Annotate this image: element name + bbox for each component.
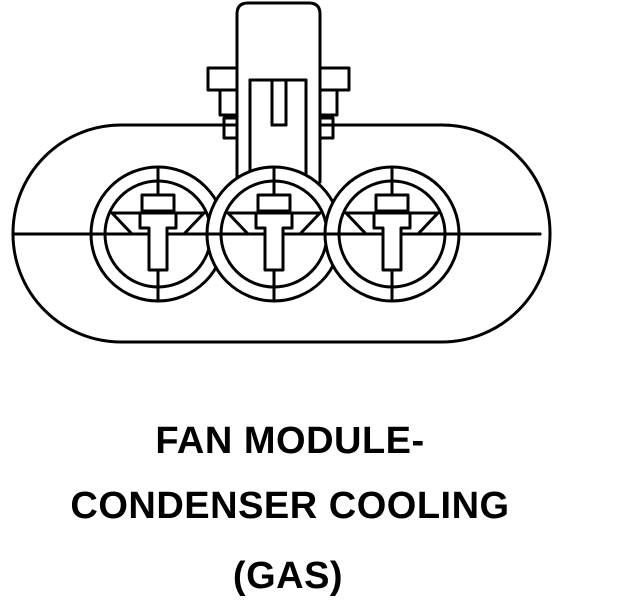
- caption-line-1: FAN MODULE-: [155, 420, 425, 462]
- cavity-2: [205, 165, 343, 303]
- caption-line-2: CONDENSER COOLING: [70, 485, 510, 527]
- cavity-3: [323, 165, 461, 303]
- locking-tab: [206, 1, 351, 184]
- cavity-1: [89, 165, 227, 303]
- caption-line-3: (GAS): [232, 555, 344, 597]
